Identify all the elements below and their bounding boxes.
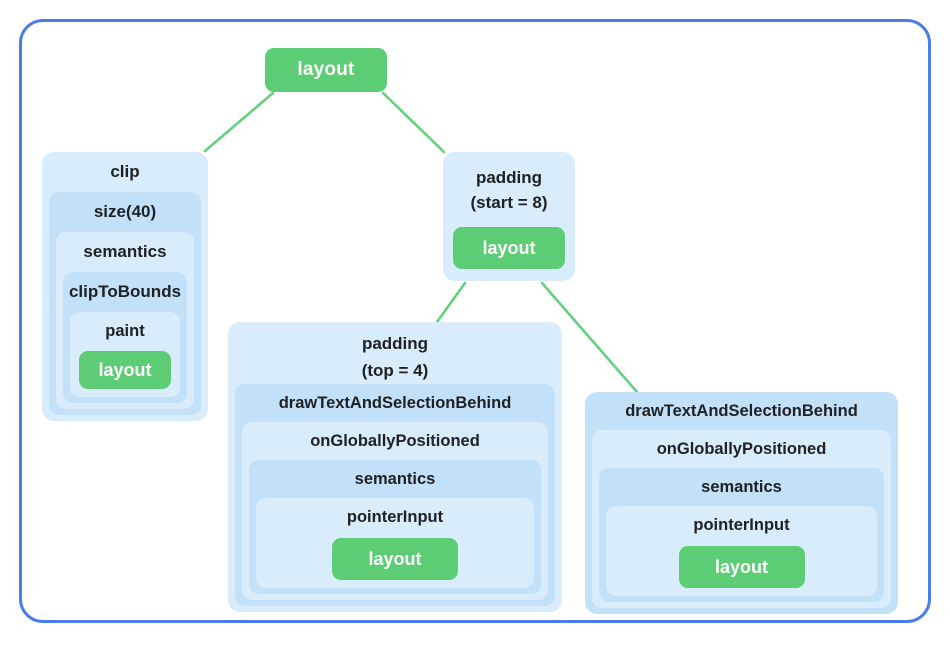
node-semantics-mid: semantics pointerInput layout [249, 460, 541, 594]
node-paint-label: paint [105, 321, 145, 340]
diagram-frame [19, 19, 931, 623]
node-layout-leaf-right: layout [678, 546, 805, 588]
node-padding-top-label2: (top = 4) [361, 361, 429, 380]
node-size40: size(40) semantics clipToBounds paint la… [49, 192, 201, 415]
node-ongloballypositioned-mid: onGloballyPositioned semantics pointerIn… [242, 422, 548, 600]
node-semantics-clip-label: semantics [83, 242, 167, 261]
node-clip: clip size(40) semantics clipToBounds pai… [42, 152, 208, 421]
node-padding-start-label1: padding [475, 168, 543, 187]
node-layout-leaf-mid: layout [332, 538, 458, 580]
node-semantics-clip: semantics clipToBounds paint layout [56, 232, 194, 409]
node-size40-label: size(40) [93, 202, 157, 221]
node-drawtext-right-label: drawTextAndSelectionBehind [625, 401, 858, 420]
node-padding-top: padding (top = 4) drawTextAndSelectionBe… [228, 322, 562, 612]
node-semantics-right: semantics pointerInput layout [599, 468, 884, 602]
node-clip-label: clip [110, 162, 140, 181]
node-padding-start-label2: (start = 8) [470, 193, 548, 212]
node-root-layout: layout [265, 48, 387, 92]
node-drawtext-mid-label: drawTextAndSelectionBehind [278, 393, 512, 412]
node-layout-leaf-padding-start: layout [453, 227, 565, 269]
node-pointerinput-mid-label: pointerInput [346, 507, 444, 526]
node-ongloballypositioned-right: onGloballyPositioned semantics pointerIn… [592, 430, 891, 608]
node-semantics-mid-label: semantics [354, 469, 436, 488]
node-ongloballypositioned-mid-label: onGloballyPositioned [310, 431, 480, 450]
node-layout-leaf-clip: layout [79, 351, 171, 389]
node-paint: paint layout [70, 312, 180, 397]
node-drawtext-right: drawTextAndSelectionBehind onGloballyPos… [585, 392, 898, 614]
node-pointerinput-mid: pointerInput layout [256, 498, 534, 588]
node-padding-top-label1: padding [361, 334, 429, 353]
node-semantics-right-label: semantics [701, 477, 782, 496]
node-cliptobounds-label: clipToBounds [68, 282, 182, 301]
node-padding-start: padding (start = 8) layout [443, 152, 575, 281]
node-pointerinput-right: pointerInput layout [606, 506, 877, 596]
node-drawtext-mid: drawTextAndSelectionBehind onGloballyPos… [235, 384, 555, 606]
node-padding-top-label: padding (top = 4) [235, 322, 555, 384]
node-ongloballypositioned-right-label: onGloballyPositioned [656, 439, 827, 458]
node-pointerinput-right-label: pointerInput [693, 515, 790, 534]
node-cliptobounds: clipToBounds paint layout [63, 272, 187, 403]
